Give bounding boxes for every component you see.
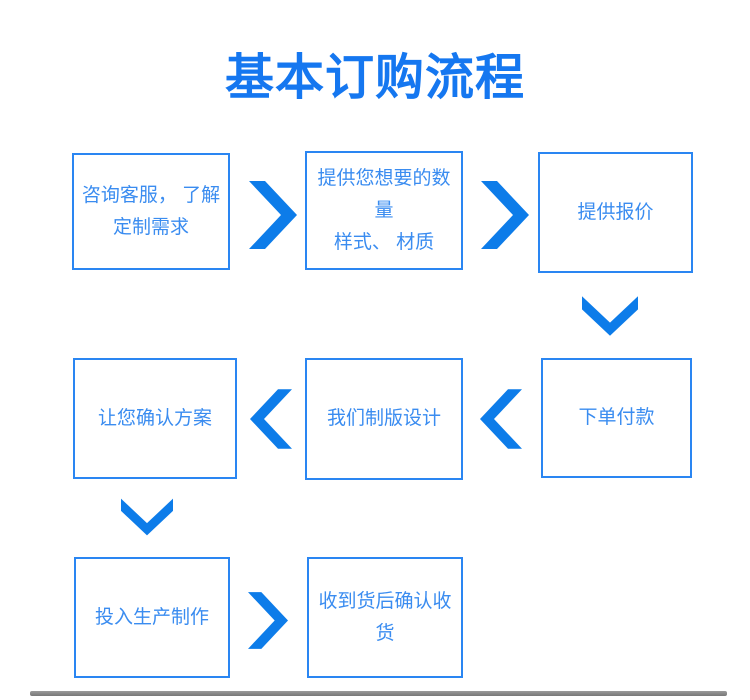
arrow-right-icon xyxy=(249,181,297,249)
step-quote-box: 提供报价 xyxy=(538,152,693,273)
arrow-left-icon xyxy=(250,384,292,454)
page-title: 基本订购流程 xyxy=(224,51,525,105)
step-receive-goods-box: 收到货后确认收货 xyxy=(307,557,463,678)
step-consult-label: 咨询客服， 了解 定制需求 xyxy=(81,184,221,238)
step-production-label: 投入生产制作 xyxy=(94,606,209,628)
step-specs-box: 提供您想要的数量 样式、 材质 xyxy=(305,151,463,270)
step-design-box: 我们制版设计 xyxy=(305,358,463,480)
step-order-pay-label: 下单付款 xyxy=(578,407,655,428)
arrow-down-icon xyxy=(582,291,638,341)
step-quote-label: 提供报价 xyxy=(577,201,654,223)
arrow-right-icon xyxy=(248,587,288,654)
step-production-box: 投入生产制作 xyxy=(74,557,230,678)
step-receive-goods-label: 收到货后确认收货 xyxy=(318,590,452,644)
arrow-right-icon xyxy=(481,181,529,249)
step-confirm-plan-label: 让您确认方案 xyxy=(97,407,212,429)
arrow-left-icon xyxy=(480,384,522,454)
step-design-label: 我们制版设计 xyxy=(326,408,441,429)
card-bottom-edge xyxy=(30,691,727,696)
step-consult-box: 咨询客服， 了解 定制需求 xyxy=(72,153,230,270)
step-order-pay-box: 下单付款 xyxy=(541,358,692,478)
step-specs-label: 提供您想要的数量 样式、 材质 xyxy=(317,167,451,253)
arrow-down-icon xyxy=(121,492,173,542)
step-confirm-plan-box: 让您确认方案 xyxy=(73,358,237,479)
